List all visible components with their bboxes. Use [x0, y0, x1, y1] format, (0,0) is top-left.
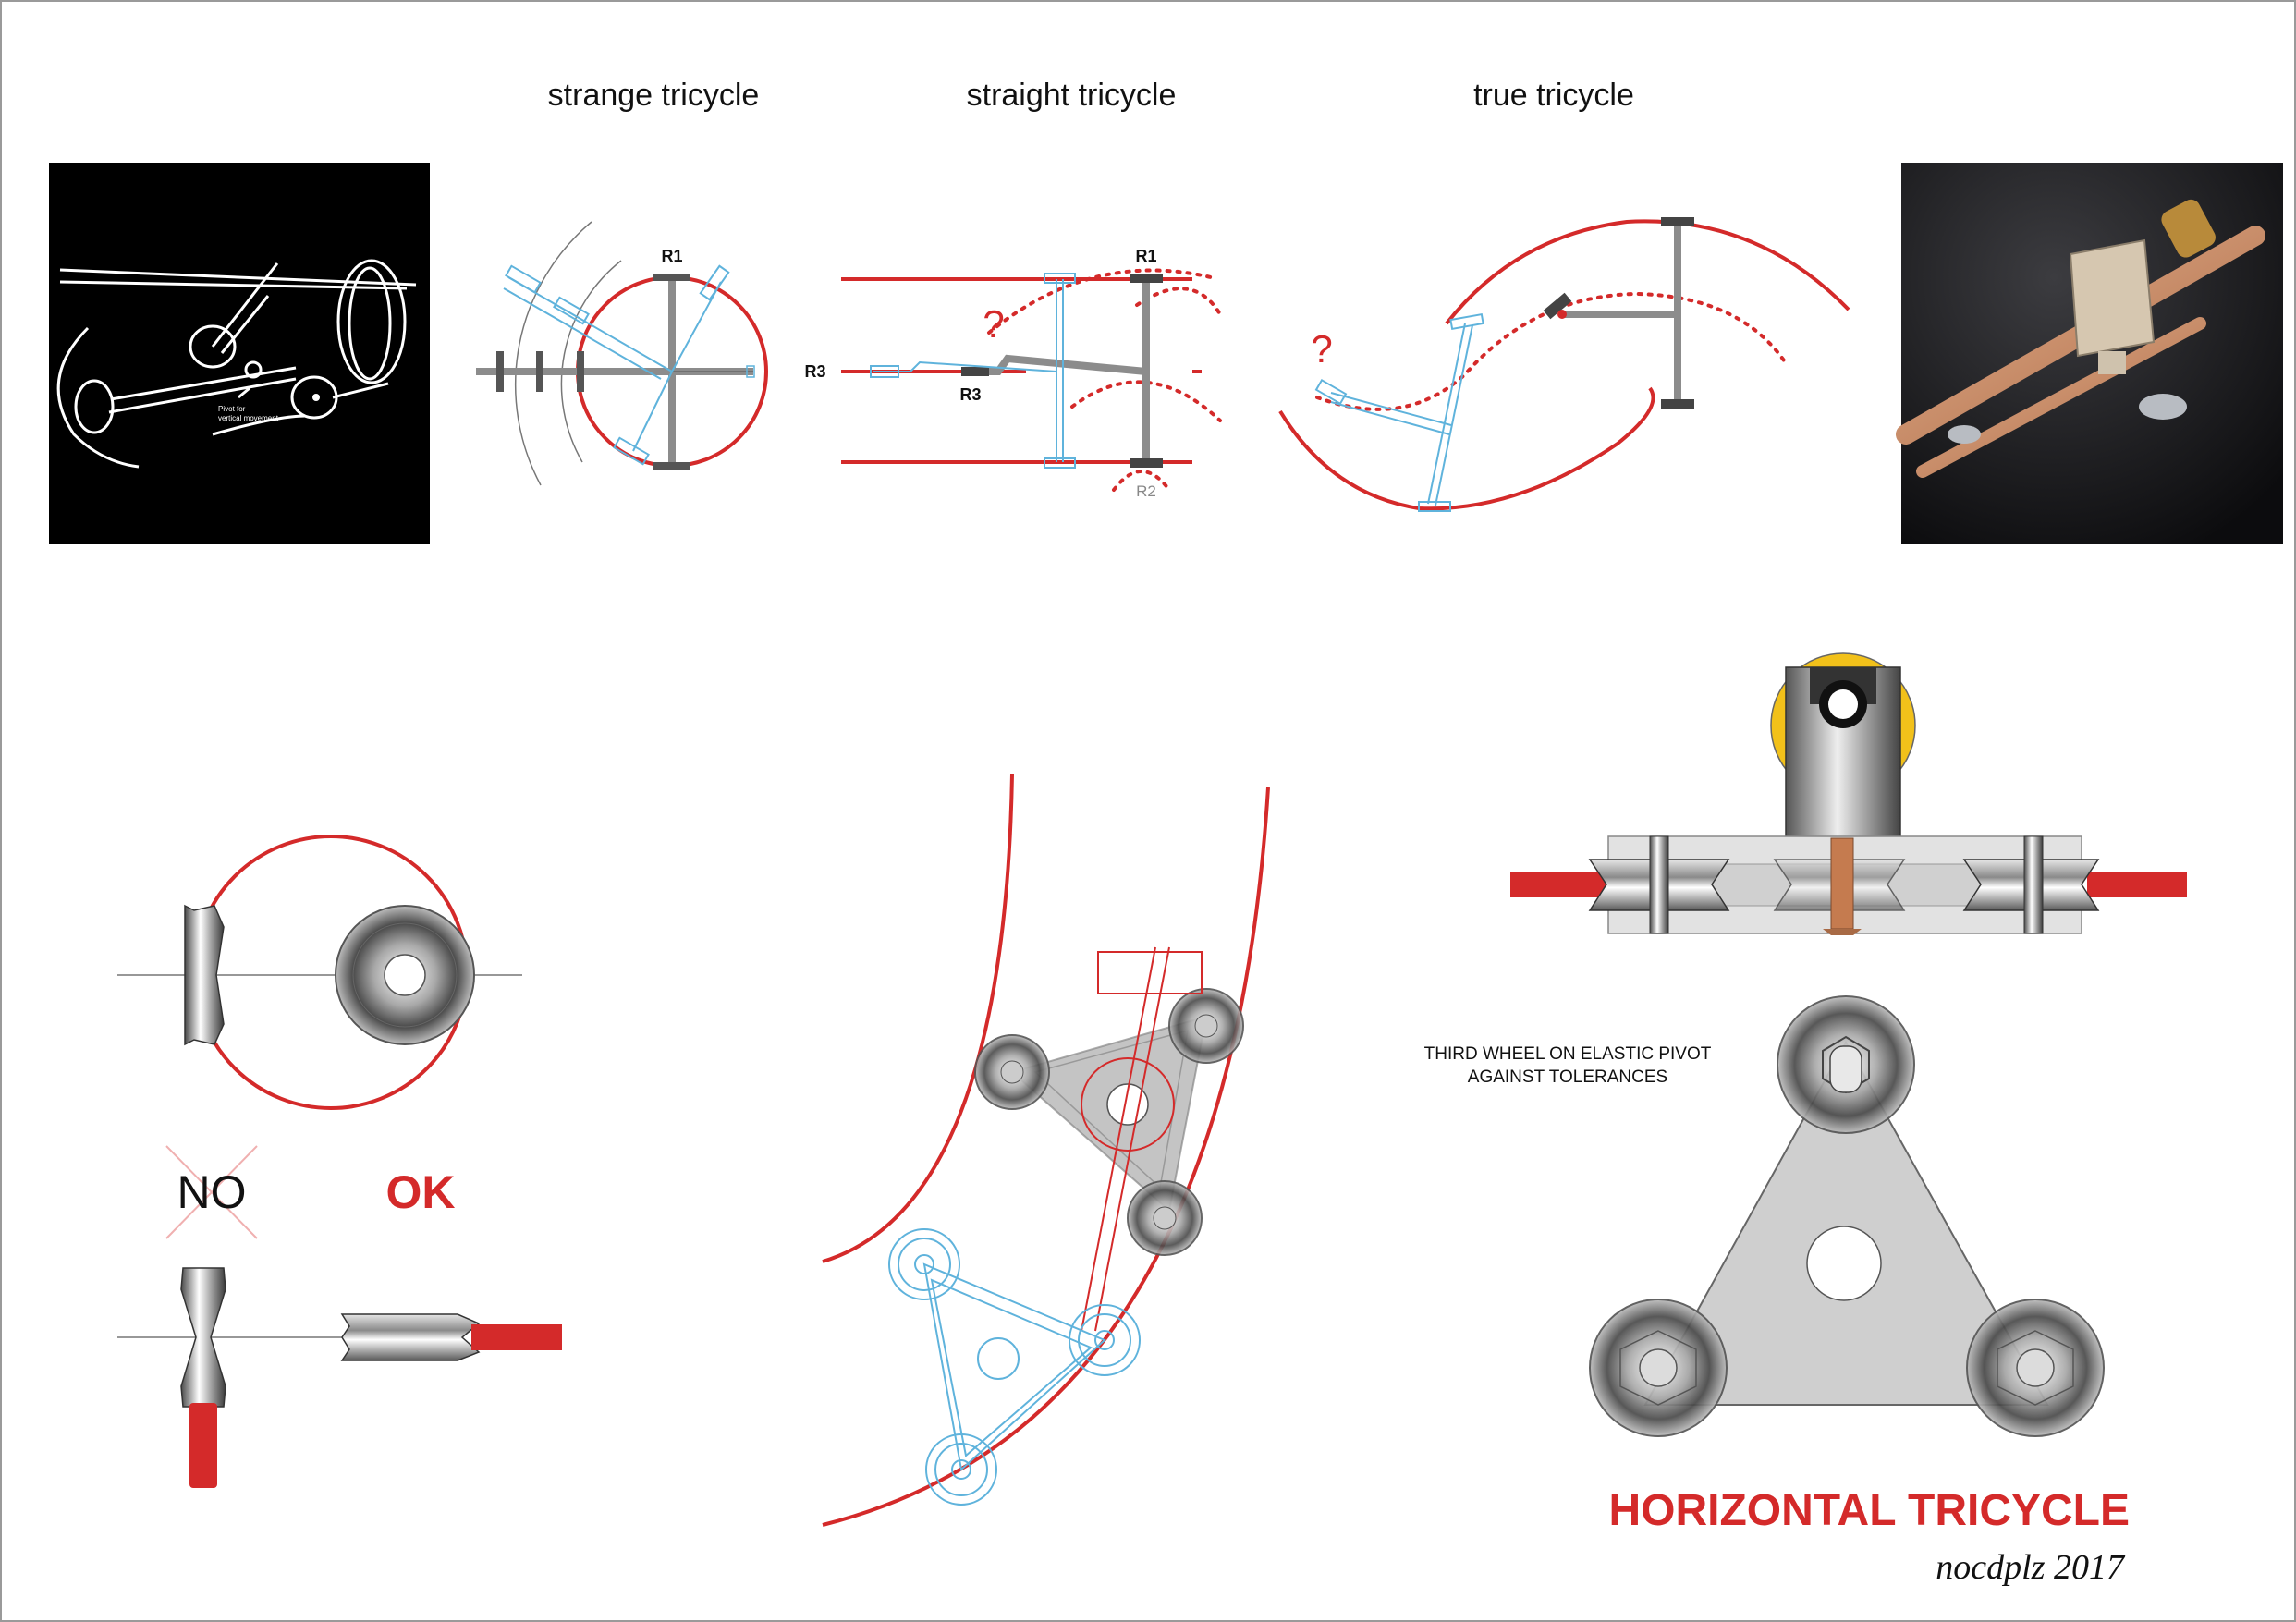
ok-rail	[471, 1324, 562, 1350]
no-label: NO	[177, 1166, 247, 1218]
track-diagram	[822, 774, 1270, 1527]
pivot-section-view	[1510, 652, 2187, 935]
note-line-1: THIRD WHEEL ON ELASTIC PIVOT	[1424, 1044, 1712, 1064]
straight-r1-label: R1	[1135, 247, 1156, 265]
ok-label: OK	[386, 1166, 456, 1218]
heading-strange-tricycle: strange tricycle	[548, 78, 760, 113]
note-line-2: AGAINST TOLERANCES	[1468, 1067, 1667, 1087]
straight-question-mark: ?	[983, 302, 1004, 346]
signature: nocdplz 2017	[1936, 1548, 2126, 1587]
no-rail	[189, 1403, 217, 1488]
product-photo	[1896, 163, 2283, 544]
chalk-sketch-panel: Pivot for vertical movement	[49, 163, 430, 544]
true-tricycle-diagram: ?	[1278, 217, 1850, 512]
sketch-pivot-label-1: Pivot for	[218, 405, 246, 413]
no-wheel-side	[180, 1267, 226, 1408]
sketch-pivot-label-2: vertical movement	[218, 414, 279, 422]
right-rail	[2087, 872, 2187, 897]
straight-r3-label: R3	[959, 385, 981, 404]
straight-tricycle-diagram: ? R1 R3 R3 R2	[804, 247, 1222, 500]
strange-tricycle-diagram: R1	[476, 221, 768, 486]
heading-straight-tricycle: straight tricycle	[967, 78, 1177, 113]
main-title: HORIZONTAL TRICYCLE	[1608, 1486, 2130, 1535]
straight-r2-label: R2	[1136, 482, 1156, 500]
left-rail	[1510, 872, 1614, 897]
no-wheel-top	[184, 904, 225, 1046]
strange-r1-label: R1	[661, 247, 682, 265]
ok-wheel-side	[340, 1313, 481, 1361]
true-question-mark: ?	[1311, 327, 1332, 371]
straight-r3-left-label: R3	[804, 362, 825, 381]
copper-screw	[1830, 837, 1854, 930]
wheel-comparison: NO OK	[117, 835, 562, 1488]
no-cross	[165, 1145, 258, 1239]
triangle-top-view	[1589, 995, 2105, 1437]
heading-true-tricycle: true tricycle	[1473, 78, 1634, 113]
